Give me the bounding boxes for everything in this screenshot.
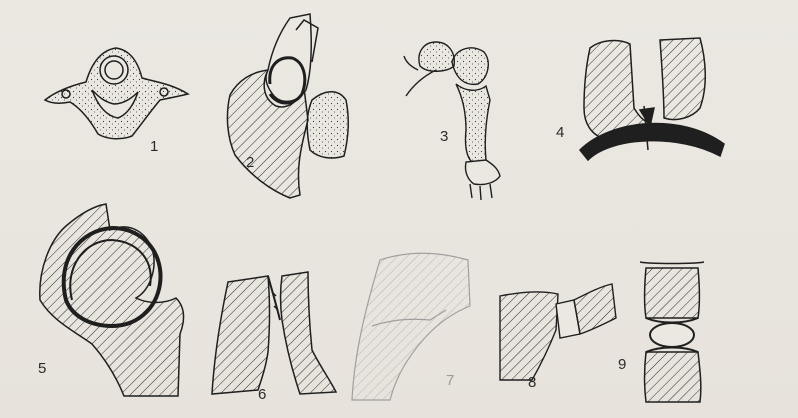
figure-1-drawing [45,48,188,139]
figure-label: 9 [618,356,626,373]
figure-label: 8 [528,374,536,391]
figure-label: 2 [246,154,254,171]
figure-label: 1 [150,138,158,155]
figure-label: 4 [556,124,564,141]
figure-6-drawing [212,272,336,394]
figure-8-drawing [500,284,616,380]
figure-4-drawing [580,38,724,160]
figure-label: 6 [258,386,266,403]
figure-3-drawing [404,42,500,200]
figure-5-drawing [40,204,184,396]
figure-9-drawing [640,262,704,402]
figure-label: 7 [446,372,454,389]
figure-label: 3 [440,128,448,145]
figure-label: 5 [38,360,46,377]
